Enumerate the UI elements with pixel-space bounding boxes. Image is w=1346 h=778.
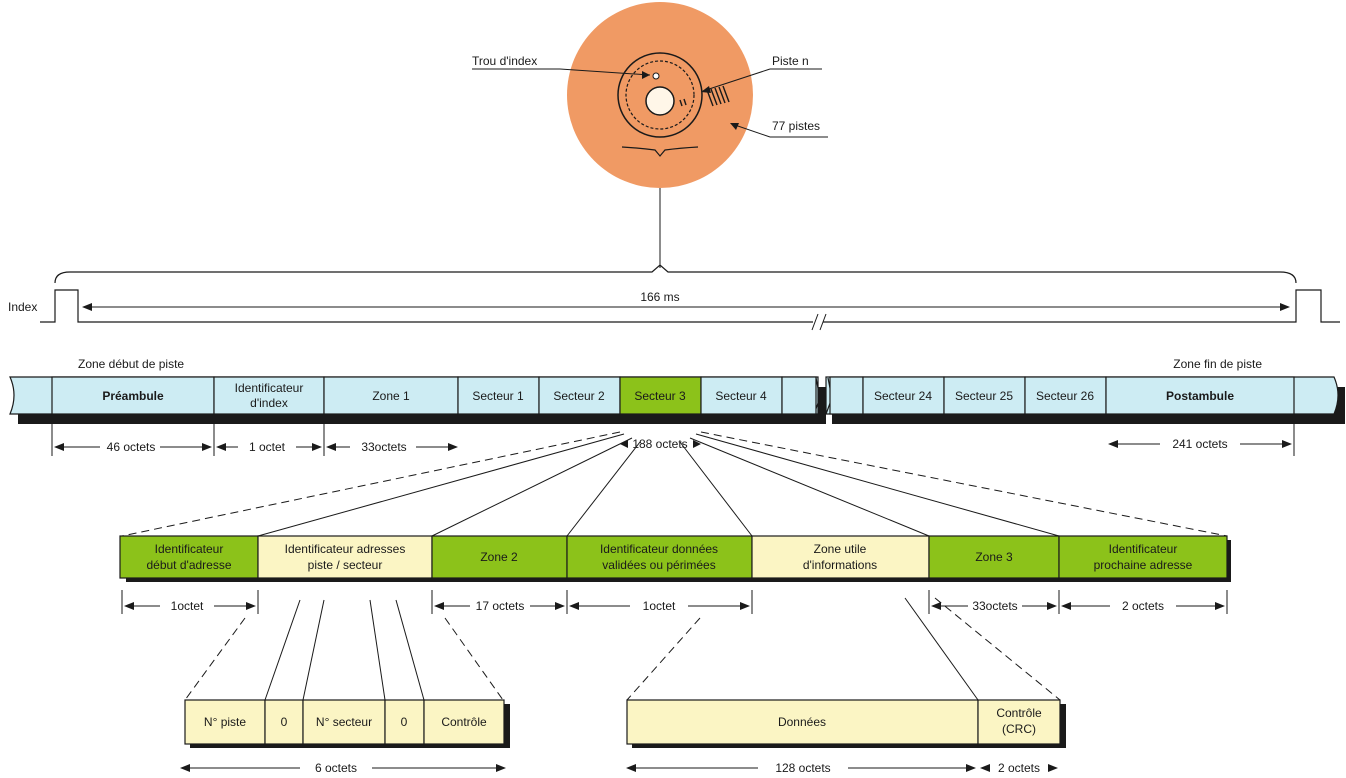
addr-cell-track-text: N° piste bbox=[204, 715, 246, 729]
track-cell-sector2-text: Secteur 2 bbox=[553, 389, 605, 403]
track-cell-sector24 bbox=[862, 376, 945, 415]
addr-cell-zero1-text: 0 bbox=[281, 715, 288, 729]
data-cell-crc-text2: (CRC) bbox=[1002, 722, 1036, 736]
data-detail-cells: Données Contrôle (CRC) bbox=[626, 699, 1061, 745]
sector-cell-info-zone bbox=[751, 535, 930, 579]
dim-next-id: 2 octets bbox=[1122, 599, 1164, 613]
track-cell-postamble bbox=[1105, 376, 1295, 415]
data-expansion-lines bbox=[626, 597, 1061, 701]
disk-ring-outer bbox=[617, 52, 703, 138]
index-hole-icon bbox=[652, 72, 660, 80]
sector-cells: Identificateur début d'adresse Identific… bbox=[119, 535, 1228, 579]
sector-cell-zone3 bbox=[928, 535, 1060, 579]
dim-start-id: 1octet bbox=[171, 599, 204, 613]
sector-cell-info-zone-text1: Zone utile bbox=[814, 542, 867, 556]
data-cell-crc-text1: Contrôle bbox=[996, 706, 1042, 720]
zone-end-label: Zone fin de piste bbox=[1173, 357, 1262, 371]
tracks-count-label: 77 pistes bbox=[772, 119, 820, 133]
sector-cell-data-id-text2: validées ou périmées bbox=[602, 558, 715, 572]
track-cell-sector25-text: Secteur 25 bbox=[955, 389, 1013, 403]
track-dimensions: 46 octets 1 octet 33octets 188 octets 24… bbox=[51, 420, 1295, 456]
sector-cell-start-id-text1: Identificateur bbox=[155, 542, 224, 556]
track-cell-sector1 bbox=[457, 376, 540, 415]
sector-cell-address-id-text2: piste / secteur bbox=[308, 558, 383, 572]
data-cell-data bbox=[626, 699, 979, 745]
dim-address-detail: 6 octets bbox=[315, 761, 357, 775]
sector-cell-info-zone-text2: d'informations bbox=[803, 558, 877, 572]
addr-cell-sector-text: N° secteur bbox=[316, 715, 372, 729]
track-cell-preamble-text: Préambule bbox=[102, 389, 164, 403]
track-cell-postamble-text: Postambule bbox=[1166, 389, 1234, 403]
dim-index-id: 1 octet bbox=[249, 440, 286, 454]
track-cell-sector3-text: Secteur 3 bbox=[634, 389, 686, 403]
addr-cell-control-text: Contrôle bbox=[441, 715, 487, 729]
sector-cell-address-id bbox=[257, 535, 433, 579]
disk-window-brace bbox=[621, 146, 699, 157]
dim-zone1: 33octets bbox=[361, 440, 406, 454]
data-cell-data-text: Données bbox=[778, 715, 826, 729]
addr-cell-zero1 bbox=[264, 699, 304, 745]
track-n-label: Piste n bbox=[772, 54, 809, 68]
track-cell-index-id-text2: d'index bbox=[250, 396, 288, 410]
track-cell-sector4-text: Secteur 4 bbox=[715, 389, 767, 403]
track-cell-sector3 bbox=[619, 376, 702, 415]
zone-start-label: Zone début de piste bbox=[78, 357, 184, 371]
track-cell-sector1-text: Secteur 1 bbox=[472, 389, 524, 403]
address-dimension: 6 octets bbox=[180, 761, 506, 775]
sector-cell-zone2 bbox=[431, 535, 568, 579]
track-cell-zone1-text: Zone 1 bbox=[372, 389, 410, 403]
dim-data-id: 1octet bbox=[643, 599, 676, 613]
sector-expansion-lines bbox=[121, 431, 1228, 537]
sector-cell-next-id-text2: prochaine adresse bbox=[1094, 558, 1193, 572]
sector-cell-address-id-text1: Identificateur adresses bbox=[285, 542, 406, 556]
address-detail-cells: N° piste 0 N° secteur 0 Contrôle bbox=[184, 699, 505, 745]
addr-cell-control bbox=[423, 699, 505, 745]
track-cell-sector26-text: Secteur 26 bbox=[1036, 389, 1094, 403]
index-waveform: Index 166 ms bbox=[8, 289, 1340, 331]
addr-cell-sector bbox=[302, 699, 386, 745]
dim-sector: 188 octets bbox=[632, 437, 687, 451]
dim-zone3: 33octets bbox=[972, 599, 1017, 613]
sector-cell-data-id bbox=[566, 535, 753, 579]
track-cells: Préambule Identificateur d'index Zone 1 … bbox=[51, 376, 1295, 415]
addr-cell-zero2-text: 0 bbox=[401, 715, 408, 729]
index-label: Index bbox=[8, 300, 37, 314]
sector-cell-next-id-text1: Identificateur bbox=[1109, 542, 1178, 556]
sector-dimensions: 1octet 17 octets 1octet 33octets 2 octet… bbox=[121, 590, 1228, 614]
disk-hub bbox=[645, 86, 675, 116]
sector-cell-start-id-text2: début d'adresse bbox=[146, 558, 231, 572]
track-marks-icon bbox=[679, 85, 730, 107]
dim-crc: 2 octets bbox=[998, 761, 1040, 775]
index-period-label: 166 ms bbox=[640, 290, 679, 304]
addr-cell-zero2 bbox=[384, 699, 425, 745]
index-hole-label: Trou d'index bbox=[472, 54, 537, 68]
track-cell-index-id bbox=[213, 376, 325, 415]
dim-preamble: 46 octets bbox=[107, 440, 156, 454]
dim-data: 128 octets bbox=[775, 761, 830, 775]
dim-postamble: 241 octets bbox=[1172, 437, 1227, 451]
track-cell-sector26 bbox=[1024, 376, 1107, 415]
track-cell-gap-left bbox=[781, 376, 817, 415]
track-cell-gap-right bbox=[829, 376, 864, 415]
floppy-disk: Trou d'index Piste n 77 pistes bbox=[472, 2, 828, 188]
track-cell-index-id-text1: Identificateur bbox=[235, 381, 304, 395]
dim-zone2: 17 octets bbox=[476, 599, 525, 613]
sector-cell-zone3-text: Zone 3 bbox=[975, 550, 1013, 564]
disk-ring-inner bbox=[625, 60, 695, 130]
sector-cell-zone2-text: Zone 2 bbox=[480, 550, 518, 564]
data-cell-crc bbox=[977, 699, 1061, 745]
data-dimensions: 128 octets 2 octets bbox=[626, 761, 1058, 775]
address-expansion-lines bbox=[184, 599, 504, 701]
sector-cell-data-id-text1: Identificateur données bbox=[600, 542, 718, 556]
sector-cell-next-id bbox=[1058, 535, 1228, 579]
track-brace bbox=[54, 264, 1297, 284]
sector-cell-start-id bbox=[119, 535, 259, 579]
track-cell-sector24-text: Secteur 24 bbox=[874, 389, 932, 403]
